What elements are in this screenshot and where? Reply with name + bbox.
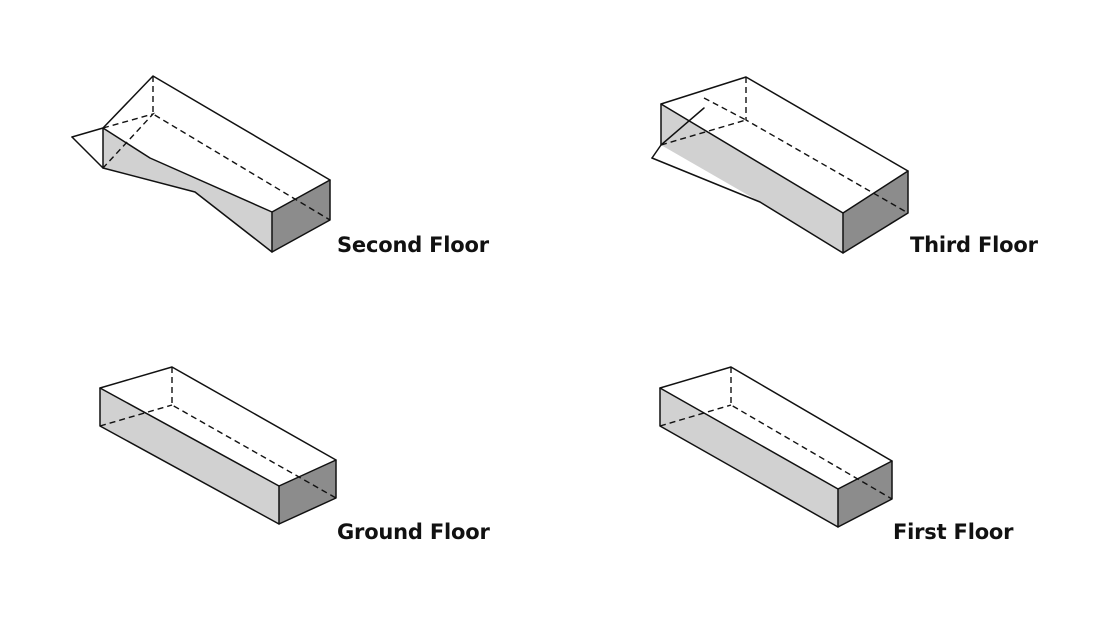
ground-floor-label: Ground Floor [337,520,490,544]
second-floor-end-face [272,180,330,252]
ground-floor-side-face [100,388,279,524]
ground-floor-volume [99,366,337,525]
first-floor-end-face [838,461,892,527]
first-floor-side-face [660,388,838,527]
third-floor-side-face [661,104,843,253]
third-floor-end-face [843,171,908,253]
second-floor-label: Second Floor [337,233,489,257]
ground-floor-end-face [279,460,336,524]
third-floor-volume [651,76,909,254]
third-floor-label: Third Floor [910,233,1038,257]
first-floor-label: First Floor [893,520,1014,544]
first-floor-volume [659,366,893,528]
second-floor-volume [71,75,331,253]
